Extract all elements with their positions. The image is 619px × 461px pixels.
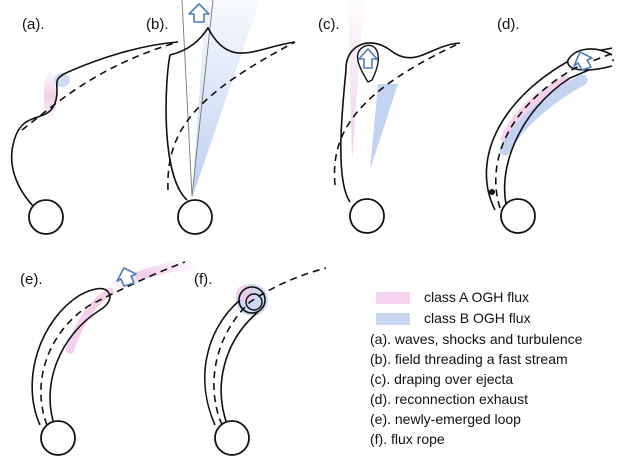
legend-item: (b). field threading a fast stream xyxy=(370,351,568,367)
field-line-dashed xyxy=(40,261,186,426)
sun-circle xyxy=(177,199,213,235)
panel-e xyxy=(31,259,195,456)
legend-item: (c). draping over ejecta xyxy=(370,371,514,387)
panel-b xyxy=(165,0,296,235)
flux-rope-outer xyxy=(238,286,266,314)
legend-item: (d). reconnection exhaust xyxy=(370,391,528,407)
panel-label-e: (e). xyxy=(20,271,43,288)
sun-circle xyxy=(500,198,536,234)
class-a-flux-region xyxy=(44,70,56,122)
class-a-flux-region xyxy=(236,285,254,303)
panel-label-c: (c). xyxy=(318,16,340,33)
loop-outer-line xyxy=(31,287,109,426)
class-b-flux-region xyxy=(370,84,398,170)
outflow-arrow-icon xyxy=(573,51,593,71)
loop-inner-line xyxy=(49,291,111,428)
outflow-arrow-icon xyxy=(116,267,137,287)
sun-circle xyxy=(40,420,76,456)
field-line-dashed xyxy=(213,267,327,426)
stream-boundary-line xyxy=(191,0,214,197)
legend-item: (f). flux rope xyxy=(370,431,445,447)
panel-d xyxy=(485,47,617,234)
legend-swatch-class-a xyxy=(376,292,410,304)
sun-circle xyxy=(214,420,250,456)
field-line-draped xyxy=(340,42,461,203)
loop-outer-line xyxy=(204,299,241,426)
panel-label-b: (b). xyxy=(146,16,169,33)
legend-swatch-class-b xyxy=(376,313,410,325)
class-a-flux-region xyxy=(348,0,364,160)
outflow-arrow-icon xyxy=(188,3,210,23)
panel-label-d: (d). xyxy=(497,16,520,33)
class-b-flux-region xyxy=(499,74,588,156)
field-line-dashed xyxy=(167,41,296,191)
field-line-solid xyxy=(165,26,296,201)
panel-f xyxy=(204,267,327,456)
field-line-dashed xyxy=(21,41,179,131)
class-a-flux-region xyxy=(66,288,114,354)
sun-circle xyxy=(349,198,385,234)
footpoint-dot xyxy=(489,189,495,195)
legend-item: (e). newly-emerged loop xyxy=(370,411,521,427)
panel-a xyxy=(10,41,179,235)
panel-label-f: (f). xyxy=(194,271,213,288)
stream-boundary-line xyxy=(181,0,193,197)
outflow-arrow-icon xyxy=(358,48,378,69)
legend-class-b-label: class B OGH flux xyxy=(424,310,531,326)
loop-inner-line xyxy=(220,311,259,428)
sun-circle xyxy=(28,199,64,235)
panel-label-a: (a). xyxy=(22,16,45,33)
panel-c xyxy=(333,0,461,234)
class-a-flux-region xyxy=(500,75,570,143)
field-line-perturbed xyxy=(10,41,179,207)
flux-rope-inner xyxy=(245,293,263,311)
legend-item: (a). waves, shocks and turbulence xyxy=(370,331,583,347)
legend-class-a-label: class A OGH flux xyxy=(424,289,530,305)
class-b-flux-region xyxy=(192,0,260,198)
class-b-flux-region xyxy=(54,73,70,87)
class-a-flux-region xyxy=(105,259,195,295)
